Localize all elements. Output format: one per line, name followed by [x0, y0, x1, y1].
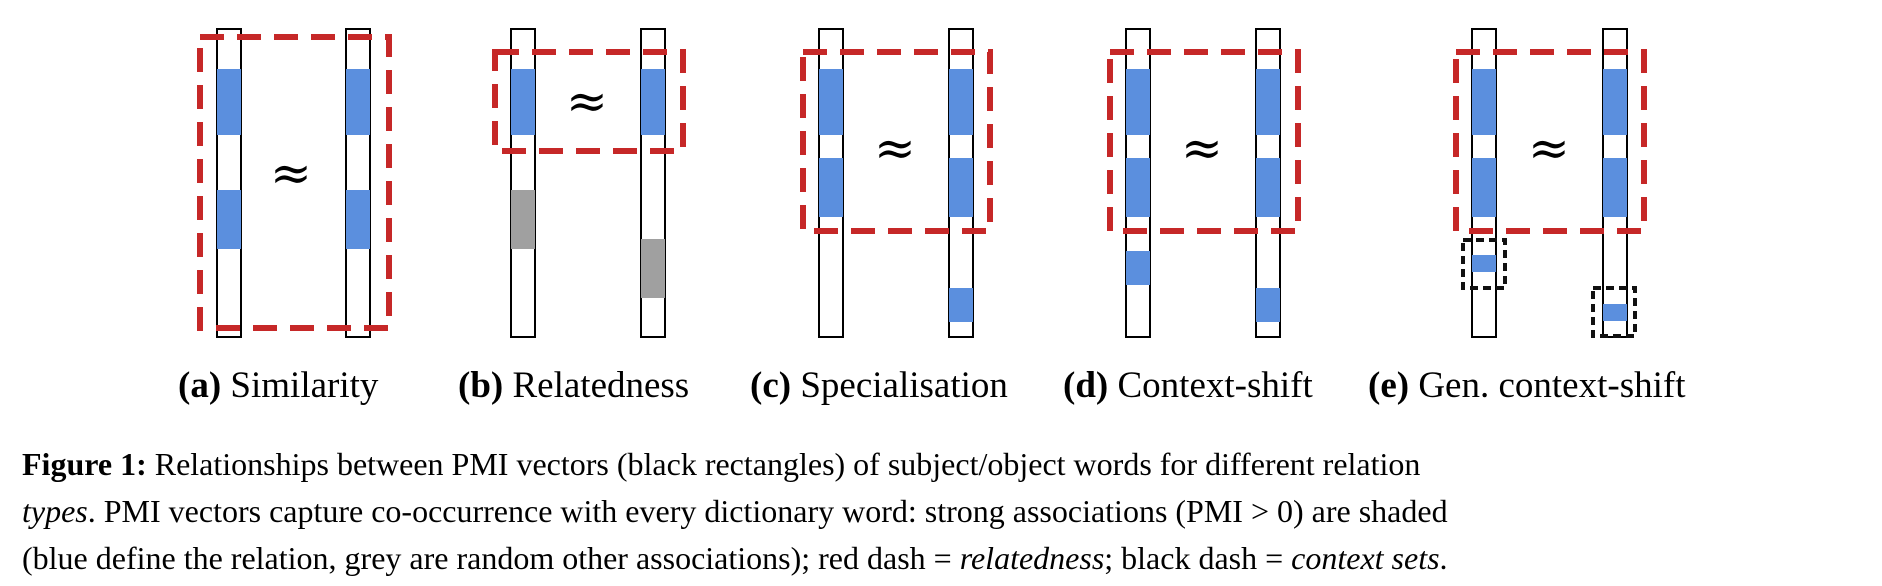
- relatedness-dash-box: [492, 49, 686, 154]
- caption-emphasis: context sets: [1291, 540, 1440, 576]
- caption-text: . PMI vectors capture co-occurrence with…: [87, 493, 1448, 529]
- blue-association: [1126, 69, 1150, 135]
- relatedness-dash-box: [1107, 49, 1301, 234]
- panel-a-diagram: ≈: [197, 28, 392, 338]
- blue-association: [511, 69, 535, 135]
- approx-symbol: ≈: [270, 144, 312, 202]
- caption-line-1: Figure 1: Relationships between PMI vect…: [22, 441, 1867, 488]
- grey-association: [511, 190, 535, 249]
- approx-symbol: ≈: [566, 72, 608, 130]
- blue-association: [1603, 304, 1627, 321]
- subcaption-name: Context-shift: [1117, 365, 1313, 406]
- caption-text: .: [1439, 540, 1448, 576]
- subcaption-c: (c) Specialisation: [750, 364, 1008, 407]
- blue-association: [1256, 69, 1280, 135]
- caption-label: Figure 1:: [22, 446, 147, 482]
- blue-association: [1603, 158, 1627, 217]
- blue-association: [1126, 251, 1150, 285]
- relatedness-dash-box: [800, 49, 993, 234]
- context-set-dash-box: [1461, 238, 1507, 290]
- figure-caption: Figure 1: Relationships between PMI vect…: [22, 441, 1867, 582]
- subcaption-name: Relatedness: [512, 365, 690, 406]
- relatedness-dash-box: [1453, 49, 1647, 234]
- blue-association: [217, 190, 241, 249]
- blue-association: [1472, 69, 1496, 135]
- subcaption-b: (b) Relatedness: [458, 364, 689, 407]
- blue-association: [819, 69, 843, 135]
- subcaption-e: (e) Gen. context-shift: [1368, 364, 1685, 407]
- blue-association: [641, 69, 665, 135]
- blue-association: [1256, 158, 1280, 217]
- panel-c-diagram: ≈: [800, 28, 993, 338]
- caption-emphasis: types: [22, 493, 88, 529]
- blue-association: [949, 288, 973, 322]
- subcaption-name: Specialisation: [800, 365, 1008, 406]
- blue-association: [1603, 69, 1627, 135]
- relatedness-dash-box: [197, 34, 392, 331]
- blue-association: [819, 158, 843, 217]
- approx-symbol: ≈: [1528, 119, 1570, 177]
- approx-symbol: ≈: [874, 119, 916, 177]
- caption-line-2: types. PMI vectors capture co-occurrence…: [22, 488, 1867, 535]
- blue-association: [217, 69, 241, 135]
- subcaption-letter: (a): [178, 365, 222, 406]
- caption-text: ; black dash =: [1104, 540, 1292, 576]
- subcaption-name: Similarity: [230, 365, 379, 406]
- blue-association: [1472, 255, 1496, 272]
- blue-association: [1256, 288, 1280, 322]
- panel-b-diagram: ≈: [492, 28, 686, 338]
- panel-d-diagram: ≈: [1107, 28, 1301, 338]
- subcaption-letter: (c): [750, 365, 792, 406]
- blue-association: [949, 158, 973, 217]
- grey-association: [641, 239, 665, 298]
- caption-text: Relationships between PMI vectors (black…: [146, 446, 1421, 482]
- subcaption-letter: (d): [1063, 365, 1109, 406]
- subcaption-a: (a) Similarity: [178, 364, 378, 407]
- subcaption-d: (d) Context-shift: [1063, 364, 1313, 407]
- panel-e-diagram: ≈: [1453, 28, 1647, 338]
- blue-association: [1126, 158, 1150, 217]
- caption-text: (blue define the relation, grey are rand…: [22, 540, 960, 576]
- caption-line-3: (blue define the relation, grey are rand…: [22, 535, 1867, 582]
- blue-association: [346, 190, 370, 249]
- approx-symbol: ≈: [1181, 119, 1223, 177]
- blue-association: [949, 69, 973, 135]
- subcaption-letter: (e): [1368, 365, 1410, 406]
- subcaption-letter: (b): [458, 365, 504, 406]
- subcaption-name: Gen. context-shift: [1418, 365, 1686, 406]
- figure-diagram: ≈ ≈ ≈ ≈: [197, 28, 1647, 338]
- caption-emphasis: relatedness: [959, 540, 1105, 576]
- blue-association: [1472, 158, 1496, 217]
- blue-association: [346, 69, 370, 135]
- context-set-dash-box: [1591, 286, 1637, 338]
